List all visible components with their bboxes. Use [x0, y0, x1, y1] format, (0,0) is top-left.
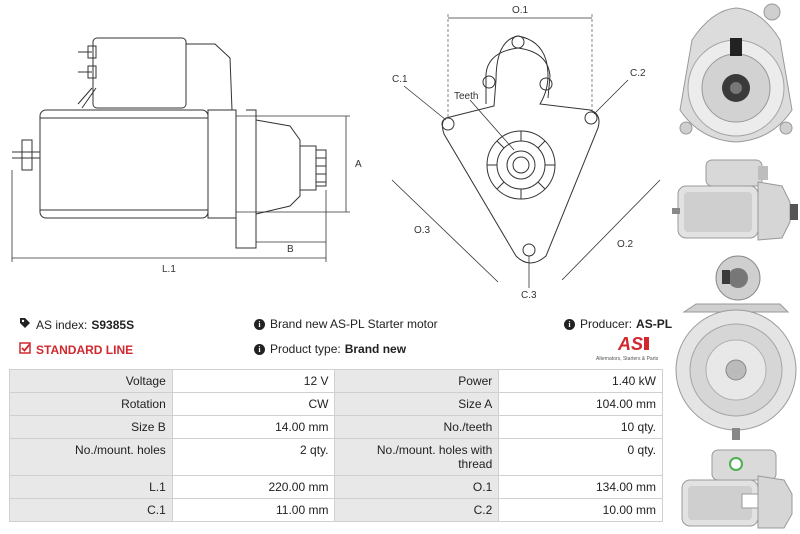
front-view-drawing	[391, 14, 661, 288]
description-text: Brand new AS-PL Starter motor	[270, 317, 438, 331]
as-index-row: AS index: S9385S	[18, 317, 134, 332]
spec-label: No./mount. holes	[9, 438, 173, 476]
info-icon: i	[254, 343, 265, 355]
spec-value: 134.00 mm	[498, 475, 663, 499]
dimension-lines	[11, 115, 350, 262]
description-row: i Brand new AS-PL Starter motor	[254, 317, 438, 331]
standard-line-row: STANDARD LINE	[18, 342, 133, 357]
spec-label: O.1	[334, 475, 500, 499]
spec-label: Size A	[334, 392, 500, 416]
producer-label: Producer:	[580, 317, 633, 331]
table-row: Size B 14.00 mm No./teeth 10 qty.	[9, 415, 663, 439]
dimension-label-c2: C.2	[630, 68, 646, 79]
dimension-label-a: A	[355, 159, 362, 170]
spec-value: 11.00 mm	[171, 498, 336, 522]
spec-label: No./teeth	[334, 415, 500, 439]
spec-label: Power	[334, 369, 500, 393]
standard-line-label: STANDARD LINE	[36, 342, 134, 357]
tag-icon	[18, 317, 31, 332]
spec-value: 2 qty.	[171, 438, 336, 476]
spec-label: No./mount. holes with thread	[334, 438, 500, 476]
spec-label: C.1	[9, 498, 173, 522]
side-view-drawing	[12, 37, 327, 249]
spec-value: 10 qty.	[498, 415, 663, 439]
spec-label: C.2	[334, 498, 500, 522]
dimension-label-o3: O.3	[414, 225, 431, 236]
info-icon: i	[254, 318, 265, 330]
table-row: Rotation CW Size A 104.00 mm	[9, 392, 663, 416]
logo-mark: AS	[617, 334, 643, 354]
table-row: L.1 220.00 mm O.1 134.00 mm	[9, 475, 663, 499]
technical-drawing: A B L.1 O.1 O.2 O.3 C.1 C.	[11, 5, 661, 300]
spec-value: 10.00 mm	[498, 498, 663, 522]
info-icon: i	[564, 318, 575, 330]
product-type-row: i Product type: Brand new	[254, 342, 406, 356]
dimension-label-c1: C.1	[392, 74, 408, 85]
specs-table: Voltage 12 V Power 1.40 kW Rotation CW S…	[9, 369, 663, 522]
spec-label: Voltage	[9, 369, 173, 393]
photo-label-view[interactable]	[672, 444, 800, 534]
spec-value: 104.00 mm	[498, 392, 663, 416]
producer-row: i Producer: AS-PL	[564, 317, 672, 331]
as-pl-logo: AS Alternators, Starters & Parts	[596, 334, 659, 362]
product-type-label: Product type:	[270, 342, 341, 356]
dimension-label-teeth: Teeth	[454, 91, 478, 102]
dimension-label-l1: L.1	[162, 264, 176, 275]
dimension-label-c3: C.3	[521, 290, 537, 300]
spec-value: 0 qty.	[498, 438, 663, 476]
dimension-label-o2: O.2	[617, 239, 634, 250]
as-index-value: S9385S	[91, 317, 135, 332]
product-type-value: Brand new	[344, 342, 407, 356]
spec-label: Rotation	[9, 392, 173, 416]
spec-value: 12 V	[171, 369, 336, 393]
spec-value: 14.00 mm	[171, 415, 336, 439]
photo-rear-view[interactable]	[672, 252, 800, 442]
spec-value: CW	[171, 392, 336, 416]
table-row: Voltage 12 V Power 1.40 kW	[9, 369, 663, 393]
spec-label: L.1	[9, 475, 173, 499]
photo-side-view[interactable]	[672, 152, 800, 250]
as-index-label: AS index:	[36, 317, 88, 332]
checkbox-checked-icon	[18, 342, 31, 357]
photo-front-view[interactable]	[672, 0, 800, 150]
spec-value: 220.00 mm	[171, 475, 336, 499]
producer-value: AS-PL	[636, 317, 673, 331]
table-row: No./mount. holes 2 qty. No./mount. holes…	[9, 438, 663, 476]
logo-tagline: Alternators, Starters & Parts	[596, 356, 659, 362]
dimension-label-b: B	[287, 244, 294, 255]
dimension-label-o1: O.1	[512, 5, 529, 16]
spec-value: 1.40 kW	[498, 369, 663, 393]
product-photos	[672, 0, 800, 534]
spec-label: Size B	[9, 415, 173, 439]
table-row: C.1 11.00 mm C.2 10.00 mm	[9, 498, 663, 522]
